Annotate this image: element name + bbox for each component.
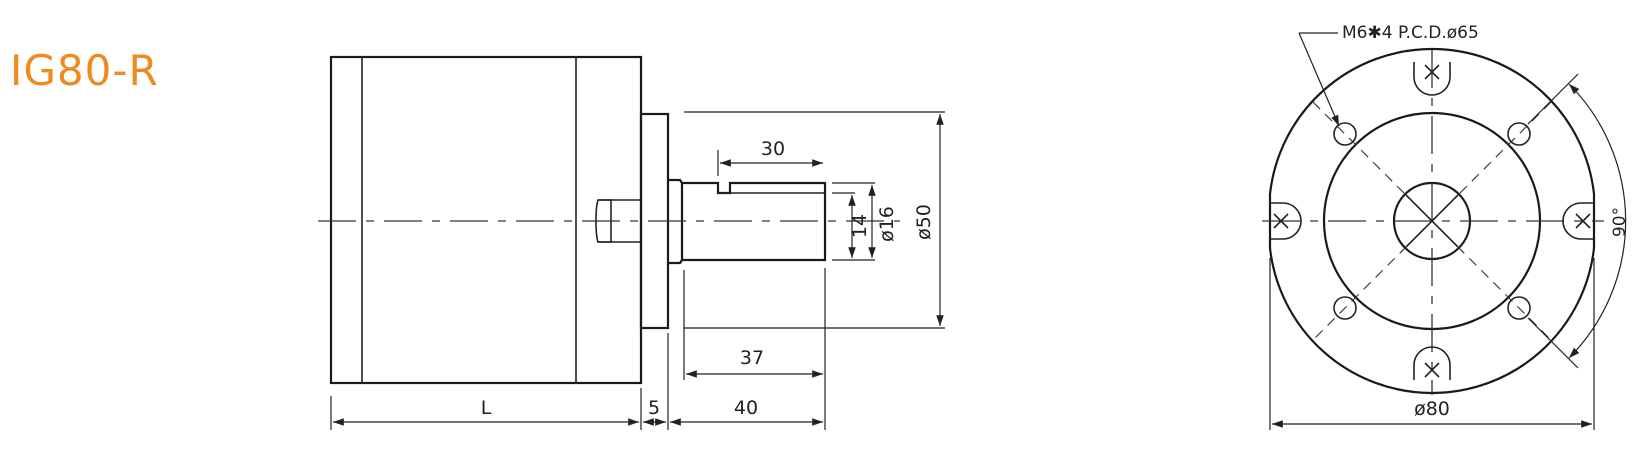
housing-outline [1268,48,1596,394]
dim-angle-arc [1568,83,1627,359]
dim-angle-label: 90° [1610,207,1630,237]
front-view: M6✱4 P.C.D.ø65 90° ø80 [1262,23,1630,430]
dim-key-height-label: 14 [849,214,871,238]
dim-pilot-dia-label: ø50 [913,204,935,240]
mount-hole [1507,122,1531,146]
model-title: IG80-R [10,46,159,95]
notch-bottom [1413,346,1451,380]
motor-housing [329,55,643,385]
callout-label: M6✱4 P.C.D.ø65 [1342,23,1479,43]
mount-hole [1333,296,1357,320]
output-shaft [682,181,827,262]
notch-left [1270,202,1302,240]
dim-length-label: L [481,397,492,419]
dim-housing-dia-label: ø80 [1414,398,1450,420]
dim-shaft-dia-label: ø16 [876,206,898,242]
callout-leader [1298,32,1340,127]
notch-top [1413,62,1451,96]
mount-hole [1333,122,1357,146]
dim-key-label: 30 [761,138,785,160]
dim-usable-label: 37 [740,347,764,369]
mount-hole [1507,296,1531,320]
dim-flange-label: 5 [648,397,660,419]
side-view: L 5 40 37 30 14 ø16 ø50 [318,55,945,430]
dim-shaft-length-label: 40 [734,397,758,419]
